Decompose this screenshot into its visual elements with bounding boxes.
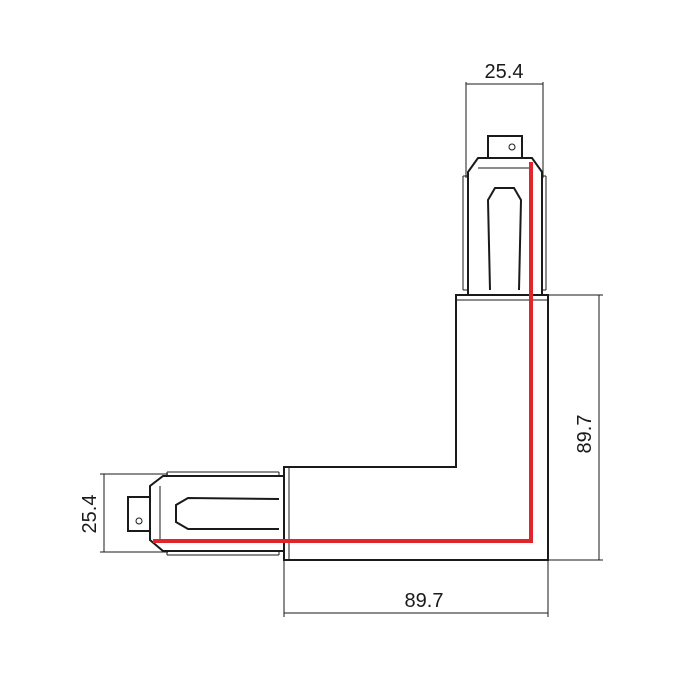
left-terminal-tab bbox=[127, 496, 151, 532]
l-connector-body bbox=[283, 294, 549, 561]
dimension-right-height: 89.7 bbox=[548, 294, 603, 561]
left-screw-hole bbox=[135, 517, 143, 525]
top-contact bbox=[486, 187, 523, 291]
left-connector-arm bbox=[127, 471, 284, 556]
dimension-label-left-height: 25.4 bbox=[79, 495, 101, 534]
dimension-label-top-width: 25.4 bbox=[485, 61, 524, 83]
dimension-left-height: 25.4 bbox=[79, 473, 168, 553]
dimension-bottom-width: 89.7 bbox=[283, 560, 549, 617]
left-contact bbox=[175, 496, 280, 530]
dimension-top-width: 25.4 bbox=[465, 61, 544, 178]
top-connector-arm bbox=[462, 135, 547, 295]
dimension-label-bottom-width: 89.7 bbox=[405, 590, 444, 612]
conductor-line bbox=[153, 162, 533, 543]
dimension-label-right-height: 89.7 bbox=[574, 415, 596, 454]
top-terminal-tab bbox=[487, 135, 523, 159]
top-screw-hole bbox=[508, 143, 516, 151]
